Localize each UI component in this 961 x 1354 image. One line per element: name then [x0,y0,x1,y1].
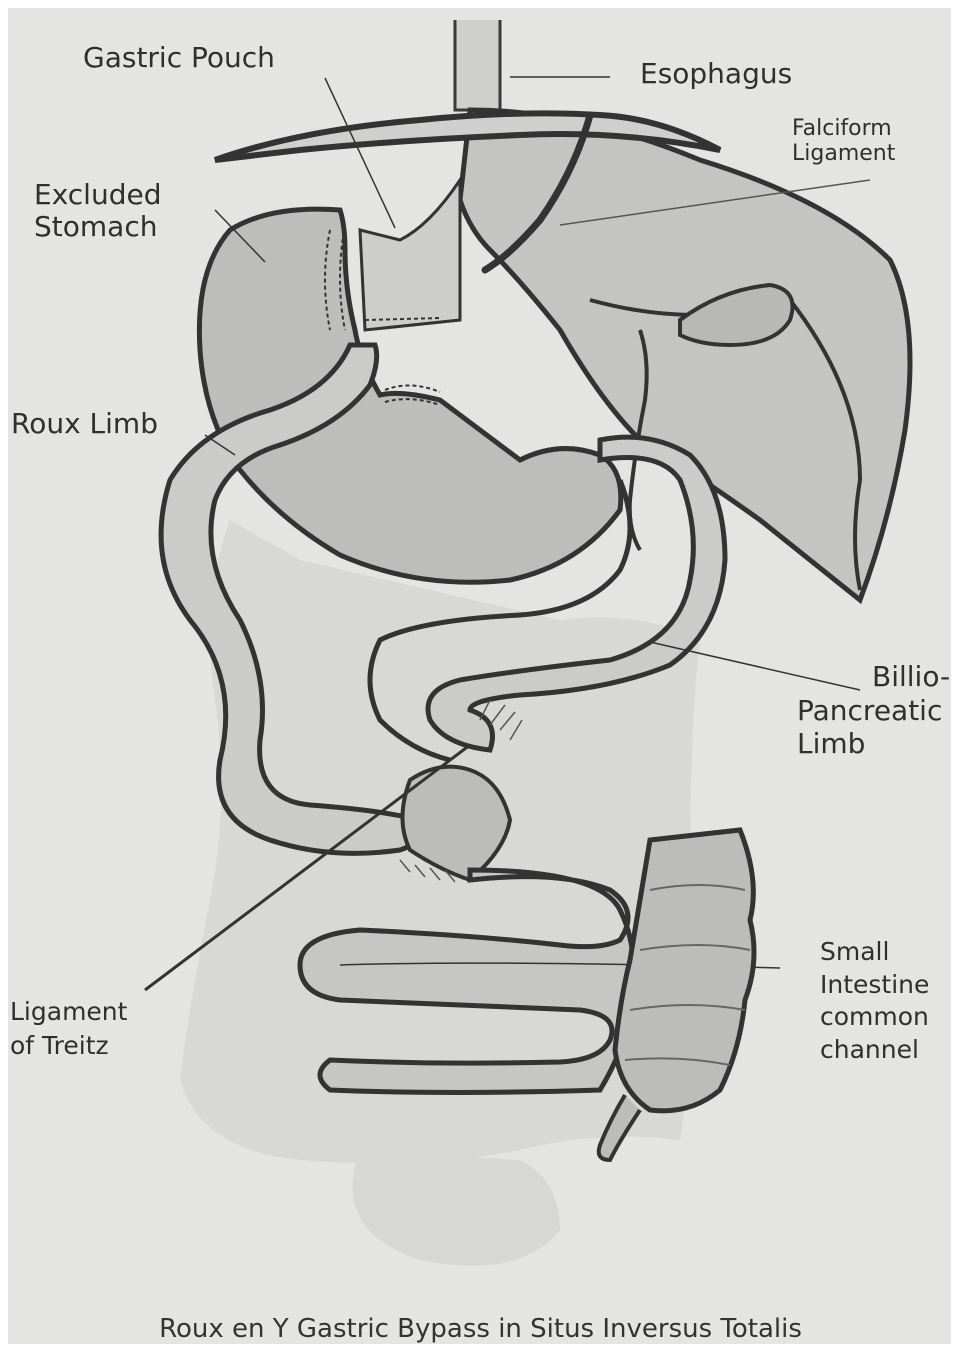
label-small-line3: common [820,1001,929,1034]
label-small-line4: channel [820,1034,929,1067]
label-excluded-line1: Excluded [34,179,161,211]
label-billio-line2: Pancreatic [797,694,950,728]
label-falciform-line1: Falciform [792,116,895,141]
esophagus-tube [455,20,500,110]
label-small-line1: Small [820,936,929,969]
label-billio-line1: Billio- [797,660,950,694]
gastric-pouch [360,180,460,330]
label-small-line2: Intestine [820,969,929,1002]
label-esophagus: Esophagus [640,58,792,90]
label-ligament-of-treitz: Ligament of Treitz [10,995,127,1063]
label-excluded-stomach: Excluded Stomach [34,179,161,243]
label-treitz-line2: of Treitz [10,1029,127,1063]
label-small-intestine-common-channel: Small Intestine common channel [820,936,929,1066]
faint-colon [180,520,700,1266]
label-treitz-line1: Ligament [10,995,127,1029]
label-roux-limb: Roux Limb [11,408,158,440]
label-gastric-pouch: Gastric Pouch [83,42,275,74]
label-excluded-line2: Stomach [34,211,161,243]
label-falciform-line2: Ligament [792,141,895,166]
label-billio-pancreatic-limb: Billio- Pancreatic Limb [797,660,950,761]
figure-caption: Roux en Y Gastric Bypass in Situs Invers… [0,1314,961,1344]
label-billio-line3: Limb [797,727,950,761]
label-falciform-ligament: Falciform Ligament [792,116,895,167]
